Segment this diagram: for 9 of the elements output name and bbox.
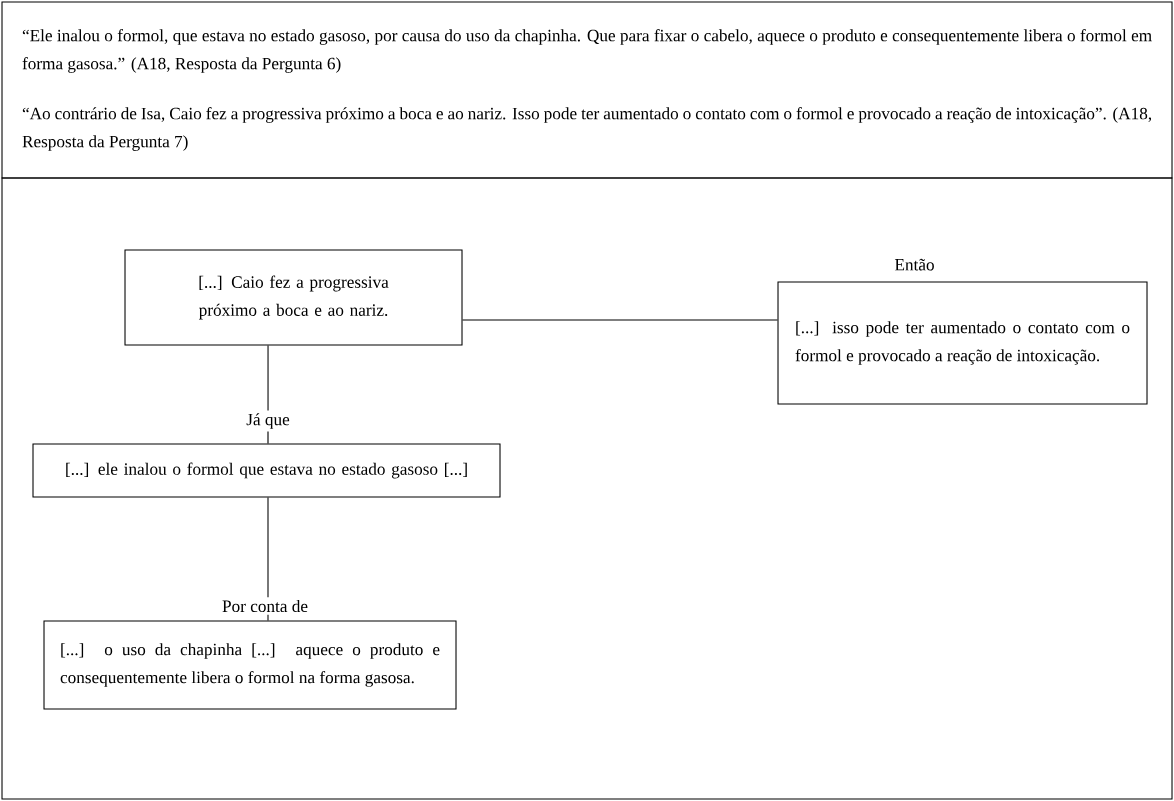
quote-cell: “Ele inalou o formol, que estava no estado gasoso, por causa do uso da chapinha. Que para fixar o cabelo, aquece o produto e consequentemente libera o formol em forma gasosa.” (A18, Resposta da Pergunta 6) “Ao contrário de Isa, Caio fez a progressiva próximo a boca e ao nariz. Isso pode ter aumentado o contato com o formol e provocado a reação de intoxicação”. (A18, Resposta da Pergunta 7) <box>1 1 1173 179</box>
connective-label: Então <box>894 258 934 271</box>
connective-label: Por conta de <box>219 597 311 615</box>
connector-line <box>462 319 778 321</box>
text-box: [...] ele inalou o formol que estava no estado gasoso [...] <box>32 443 501 498</box>
connective-label: Já que <box>243 410 293 432</box>
text-box: [...] Caio fez a progressiva próximo a boca e ao nariz. <box>124 249 463 346</box>
text-box: [...] isso pode ter aumentado o contato com o formol e provocado a reação de intoxicação. <box>777 281 1148 405</box>
text-box: [...] o uso da chapinha [...] aquece o produto e consequentemente libera o formol na forma gasosa. <box>43 620 457 710</box>
